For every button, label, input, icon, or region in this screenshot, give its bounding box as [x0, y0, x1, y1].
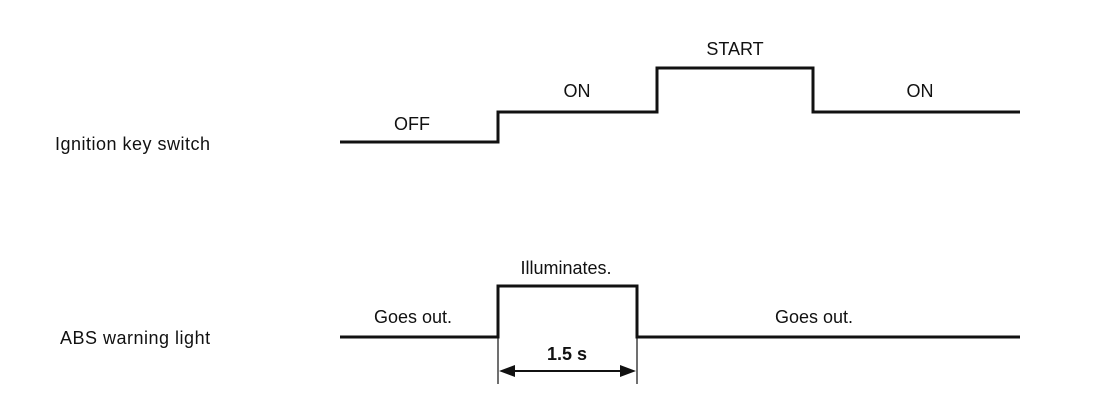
duration-label: 1.5 s [547, 344, 587, 364]
ignition-row-label: Ignition key switch [55, 134, 211, 154]
abs-state-goes-out-before: Goes out. [374, 307, 452, 327]
abs-state-illuminates: Illuminates. [520, 258, 611, 278]
ignition-state-start: START [706, 39, 763, 59]
abs-state-goes-out-after: Goes out. [775, 307, 853, 327]
abs-waveform [340, 284, 1020, 339]
duration-arrow-right-head [620, 365, 636, 377]
ignition-state-on: ON [564, 81, 591, 101]
ignition-waveform [340, 66, 1020, 144]
abs-row-label: ABS warning light [60, 328, 211, 348]
ignition-state-on-after-start: ON [907, 81, 934, 101]
ignition-state-off: OFF [394, 114, 430, 134]
duration-arrow-left-head [499, 365, 515, 377]
